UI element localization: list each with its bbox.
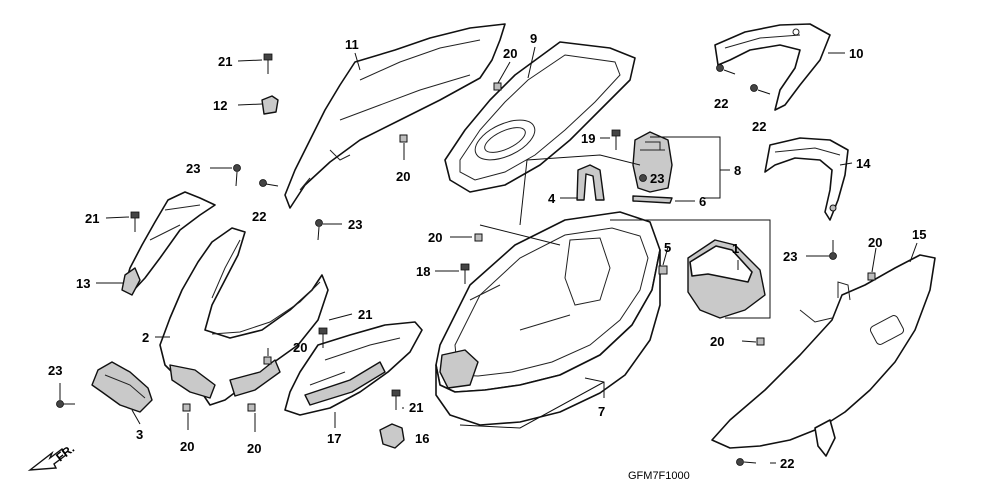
bolt-21-c (318, 327, 328, 348)
clip-20-e (182, 403, 191, 412)
callout-20-b: 20 (396, 169, 410, 184)
front-center-cover (159, 227, 329, 406)
small-strip (632, 195, 673, 204)
callout-8: 8 (734, 163, 741, 178)
left-side-panel (284, 321, 423, 416)
callout-1: 1 (732, 241, 739, 256)
rear-grab-rail (714, 23, 831, 111)
screw-23-d (639, 174, 647, 182)
screw-22-b (716, 64, 736, 75)
front-direction-arrow: FR. (27, 441, 77, 471)
callout-15: 15 (912, 227, 926, 242)
screw-23-b (315, 219, 323, 241)
callout-20-a: 20 (503, 46, 517, 61)
callout-20-h: 20 (868, 235, 882, 250)
callout-23-a: 23 (186, 161, 200, 176)
right-side-cover (711, 254, 936, 457)
diagram-code: GFM7F1000 (628, 470, 690, 482)
screw-23-a (233, 164, 241, 187)
callout-12: 12 (213, 98, 227, 113)
callout-21-a: 21 (218, 54, 232, 69)
callout-20-c: 20 (428, 230, 442, 245)
left-inner-panel (121, 191, 216, 296)
callout-23-c: 23 (48, 363, 62, 378)
screw-22-d (736, 458, 757, 466)
callout-23-b: 23 (348, 217, 362, 232)
callout-13: 13 (76, 276, 90, 291)
callout-19: 19 (581, 131, 595, 146)
callout-14: 14 (856, 156, 871, 171)
screw-22-a (259, 179, 279, 187)
callout-22-d: 22 (780, 456, 794, 471)
clip-5 (658, 265, 668, 275)
clip-20-c (474, 233, 483, 242)
seat-liner (444, 41, 636, 193)
callout-22-c: 22 (752, 119, 766, 134)
screw-23-e (829, 240, 837, 260)
small-mount-bracket (379, 423, 405, 449)
screw-23-c (56, 400, 75, 408)
luggage-box (435, 211, 661, 426)
callout-23-d: 23 (650, 171, 664, 186)
clip-20-d (263, 356, 272, 365)
clip-20-g (756, 337, 765, 346)
callout-20-d: 20 (293, 340, 307, 355)
callout-18: 18 (416, 264, 430, 279)
callout-22-b: 22 (714, 96, 728, 111)
clip-part (261, 95, 279, 115)
screw-22-c (750, 84, 771, 95)
callout-labels: 1 2 3 4 5 6 7 8 9 10 11 12 13 14 15 16 1… (48, 31, 926, 471)
bolt-19 (611, 129, 621, 150)
bolt-21-d (391, 389, 401, 410)
bolt-21-b (130, 211, 140, 232)
callout-20-e: 20 (180, 439, 194, 454)
callout-20-g: 20 (710, 334, 724, 349)
callout-4: 4 (548, 191, 556, 206)
leader-lines (59, 46, 918, 464)
callout-2: 2 (142, 330, 149, 345)
small-front-cover (91, 361, 153, 413)
callout-6: 6 (699, 194, 706, 209)
callout-21-b: 21 (85, 211, 99, 226)
callout-17: 17 (327, 431, 341, 446)
clip-20-h (867, 272, 876, 281)
callout-5: 5 (664, 240, 671, 255)
seal-strip (576, 164, 605, 201)
callout-21-c: 21 (358, 307, 372, 322)
clip-20-f (247, 403, 256, 412)
callout-3: 3 (136, 427, 143, 442)
clip-20-a (493, 82, 502, 91)
upper-body-cover (284, 23, 506, 209)
bolt-18 (460, 263, 470, 284)
bolts (56, 53, 876, 466)
bolt-21-a (263, 53, 273, 74)
callout-21-d: 21 (409, 400, 423, 415)
clip-20-b (399, 134, 408, 143)
callout-11: 11 (345, 37, 359, 52)
callout-10: 10 (849, 46, 863, 61)
rear-bracket (764, 137, 849, 221)
box-lid-piece (687, 239, 766, 319)
callout-16: 16 (415, 431, 429, 446)
callout-20-f: 20 (247, 441, 261, 456)
callout-22-a: 22 (252, 209, 266, 224)
callout-7: 7 (598, 404, 605, 419)
callout-9: 9 (530, 31, 537, 46)
callout-23-e: 23 (783, 249, 797, 264)
